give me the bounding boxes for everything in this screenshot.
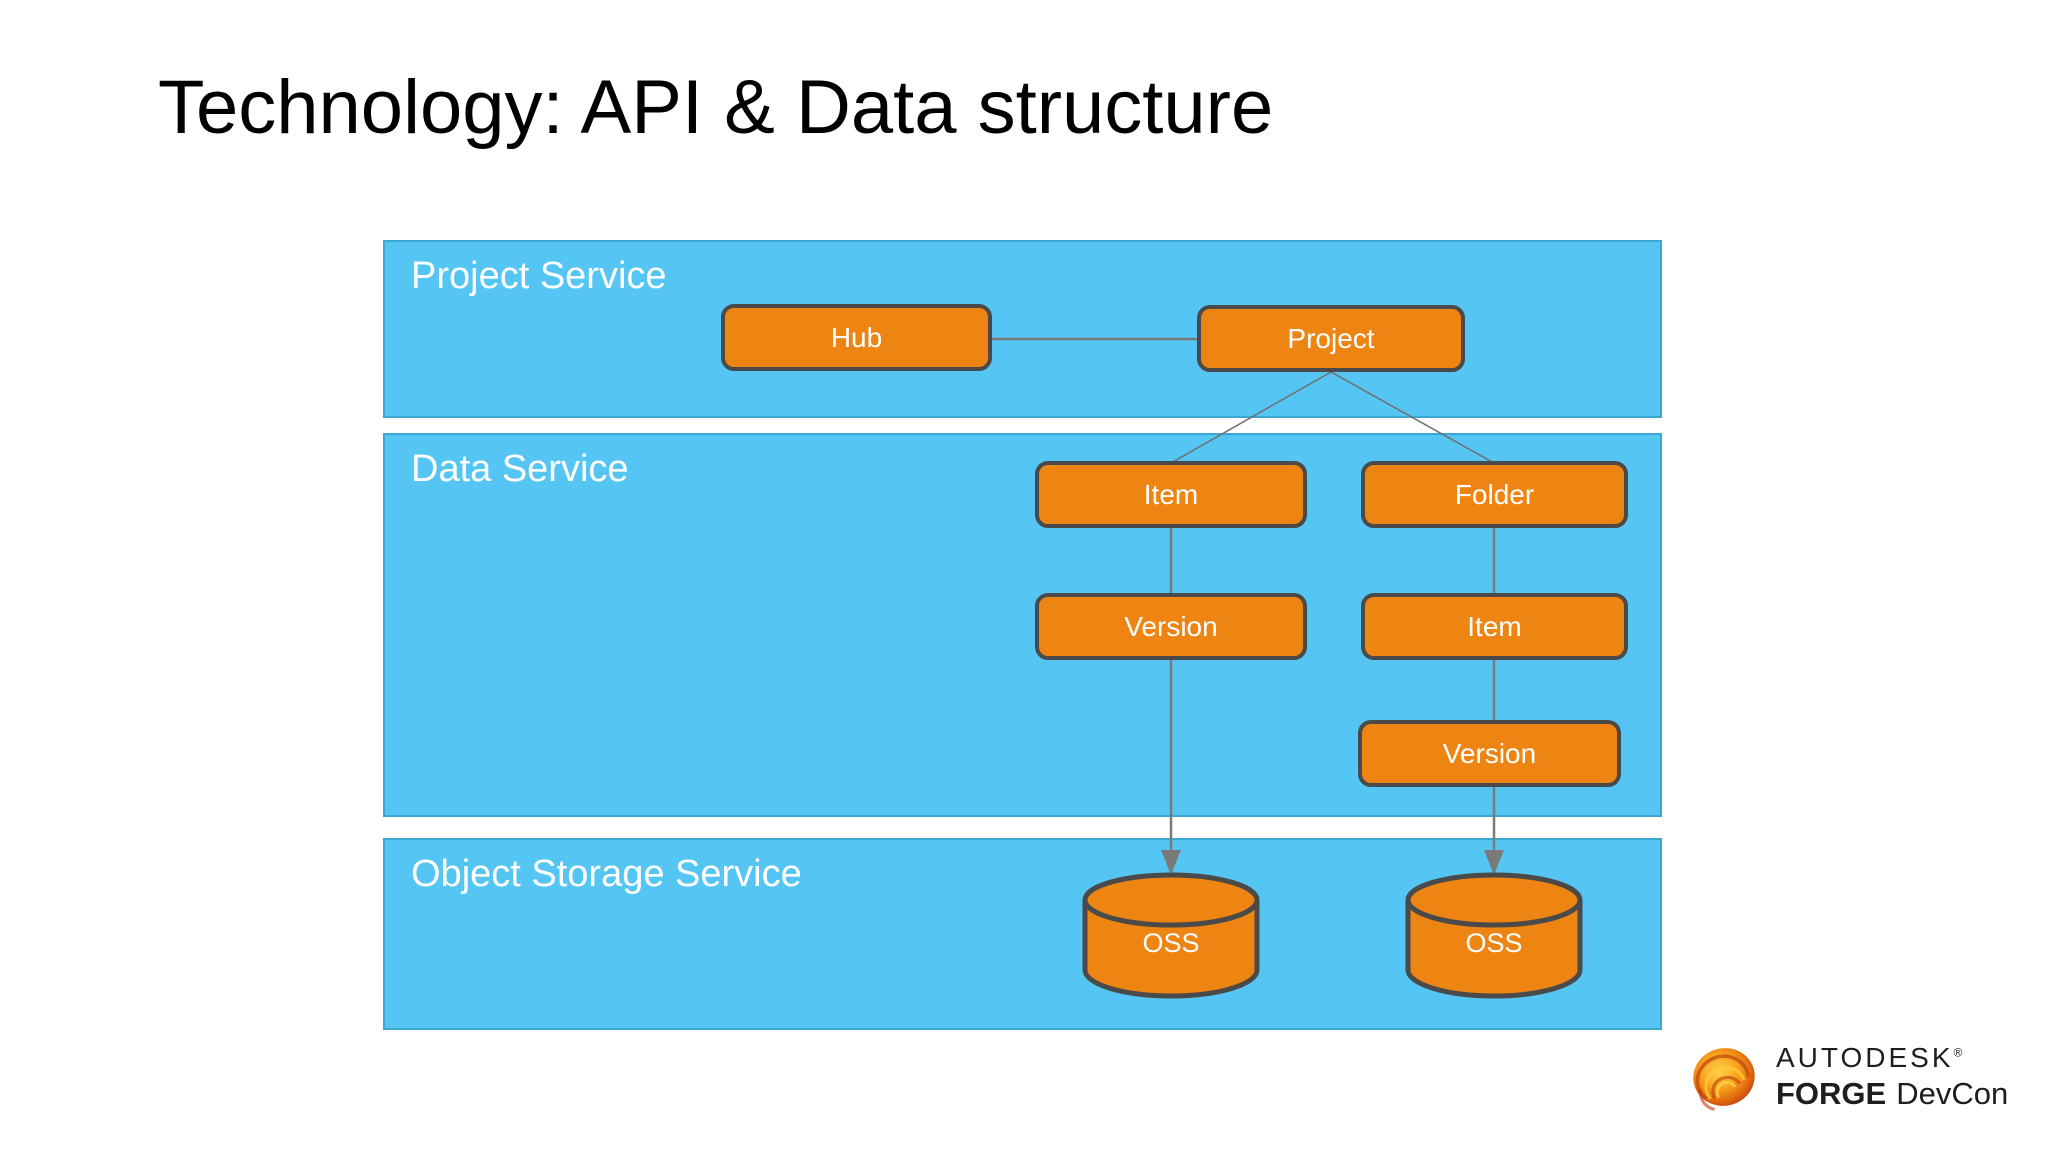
node-project: Project: [1197, 305, 1465, 372]
node-folder: Folder: [1361, 461, 1628, 528]
node-version: Version: [1035, 593, 1307, 660]
oss-cylinder: OSS: [1402, 868, 1586, 1004]
band-project-service: Project Service: [383, 240, 1662, 418]
node-version: Version: [1358, 720, 1621, 787]
band-label-project-service: Project Service: [411, 255, 667, 297]
node-item: Item: [1035, 461, 1307, 528]
oss-label: OSS: [1465, 928, 1523, 958]
cylinder-icon: [1082, 872, 1260, 999]
registered-mark: ®: [1953, 1045, 1963, 1060]
logo-event: DevCon: [1896, 1075, 2009, 1111]
node-hub: Hub: [721, 304, 992, 371]
band-label-data-service: Data Service: [411, 448, 629, 490]
oss-cylinder: OSS: [1079, 868, 1263, 1004]
logo-product: FORGE: [1776, 1075, 1887, 1111]
band-label-object-storage-service: Object Storage Service: [411, 853, 802, 895]
logo-brand: AUTODESK: [1776, 1042, 1954, 1074]
forge-swirl-icon: [1693, 1048, 1755, 1111]
logo-brand-line: AUTODESK®: [1776, 1042, 2008, 1074]
node-item: Item: [1361, 593, 1628, 660]
page-title: Technology: API & Data structure: [158, 65, 1274, 150]
cylinder-icon: [1405, 872, 1583, 999]
oss-label: OSS: [1142, 928, 1200, 958]
